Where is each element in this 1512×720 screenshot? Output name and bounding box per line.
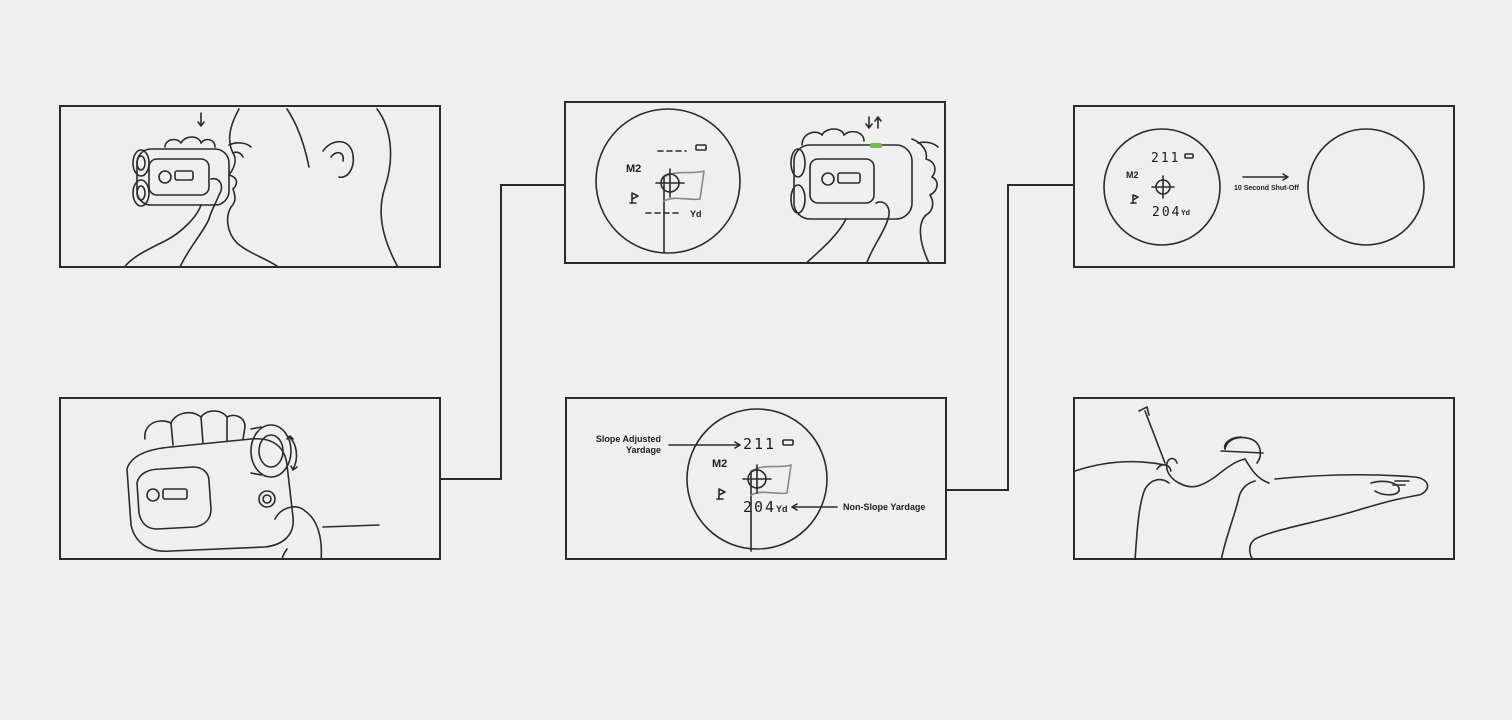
annotation-slope-adjusted: Slope Adjusted Yardage: [587, 434, 661, 456]
slope-reading: 211: [1151, 151, 1180, 166]
display-unit-label: Yd: [776, 504, 788, 514]
nonslope-reading: 204: [1152, 205, 1181, 220]
panel-step2-adjust-focus: [59, 397, 441, 560]
connector-step5-to-step4: [946, 185, 1074, 490]
display-mode-label: M2: [626, 163, 641, 175]
display-mode-label: M2: [1126, 170, 1139, 180]
panel-step1-look-through: [59, 105, 441, 268]
panel-step5-read-display: 211 M2 204 Yd Slope Adjusted Yardage Non…: [565, 397, 947, 560]
panel-step4-shutoff: 211 M2 204 Yd 10 Second Shut-Off: [1073, 105, 1455, 268]
illustration-viewfinder-and-button: [566, 103, 946, 264]
illustration-person-sighting: [61, 107, 441, 268]
nonslope-reading: 204: [743, 498, 776, 516]
fire-button-highlight: [870, 143, 882, 148]
connector-step2-to-step3: [440, 185, 566, 479]
viewfinder-circle-off: [1308, 129, 1424, 245]
panel-step3-press-button: M2 Yd: [564, 101, 946, 264]
slope-reading: 211: [743, 435, 776, 453]
illustration-golfer-swing: [1075, 399, 1455, 560]
display-unit-label: Yd: [1181, 210, 1190, 217]
illustration-adjust-eyepiece: [61, 399, 441, 560]
annotation-nonslope: Non-Slope Yardage: [843, 502, 925, 512]
illustration-slope-display: [567, 399, 947, 560]
shutoff-label: 10 Second Shut-Off: [1234, 185, 1299, 192]
display-mode-label: M2: [712, 458, 727, 470]
display-unit-label: Yd: [690, 209, 702, 219]
panel-step6-swing: [1073, 397, 1455, 560]
viewfinder-circle: [596, 109, 740, 253]
